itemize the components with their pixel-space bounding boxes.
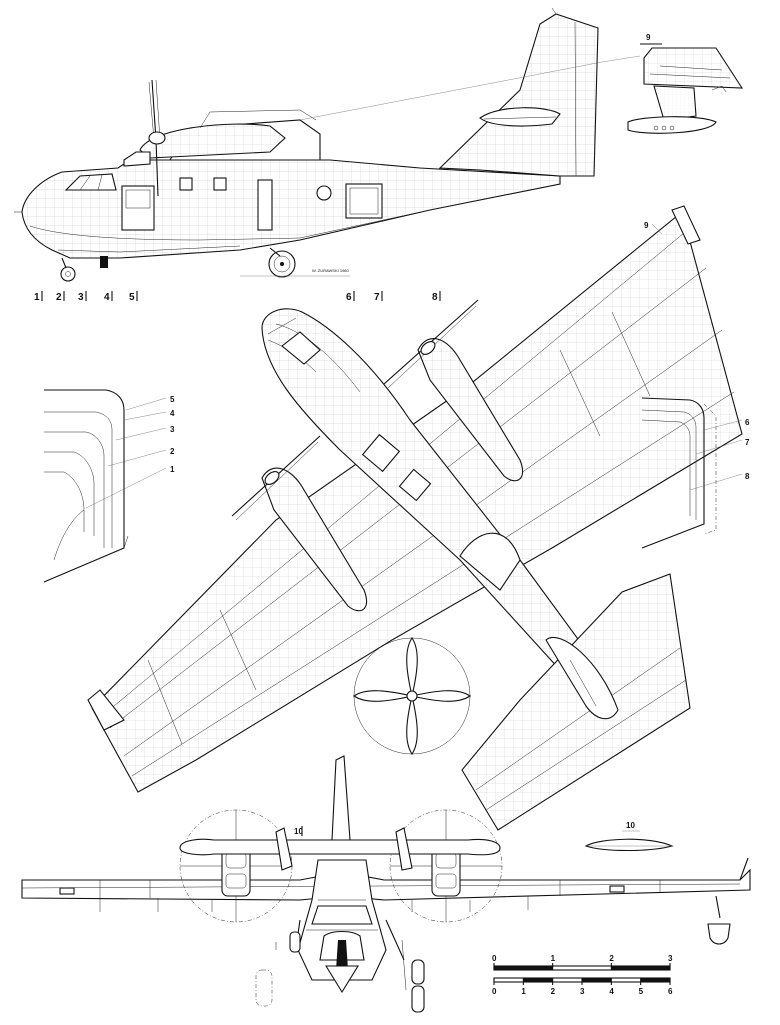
section-left-label-4: 4: [170, 409, 175, 418]
scale-bottom-tick-1: 1: [521, 987, 526, 996]
section-left-label-1: 1: [170, 465, 175, 474]
scale-bars: 0 1 2 3 0 1 2 3 4 5 6: [492, 954, 673, 996]
section-right-label-6: 6: [745, 418, 750, 427]
side-cockpit-window: [64, 173, 117, 191]
scale-top-tick-0: 0: [492, 954, 497, 963]
front-view: 10: [21, 755, 751, 1013]
front-stabilizer: [179, 838, 501, 856]
scale-top-tick-1: 1: [551, 954, 556, 963]
top-view-fuselage: [261, 308, 605, 709]
label-10-front: 10: [294, 827, 303, 836]
side-horizontal-stabilizer: [479, 107, 561, 127]
propeller-disc-detail: [353, 637, 471, 755]
scale-top-tick-2: 2: [609, 954, 614, 963]
side-label-7: 7: [374, 292, 380, 303]
side-station-labels: 1 2 3 4 5 6 7 8: [34, 291, 441, 303]
side-label-5: 5: [129, 292, 135, 303]
side-nose-wheel: [60, 266, 76, 282]
scale-bottom-tick-0: 0: [492, 987, 497, 996]
section-detail-left: [43, 389, 167, 583]
front-wing: [21, 868, 751, 901]
scale-bottom-tick-3: 3: [580, 987, 585, 996]
top-view-engine-right: [383, 299, 524, 482]
scale-top-tick-3: 3: [668, 954, 673, 963]
side-label-2: 2: [56, 292, 62, 303]
signature: W. ŻURAWSKI 1980: [312, 268, 350, 273]
side-label-6: 6: [346, 292, 352, 303]
section-detail-right: [641, 397, 743, 549]
side-label-3: 3: [78, 292, 84, 303]
front-fin: [331, 755, 351, 841]
label-10-profile: 10: [626, 821, 635, 830]
top-view-engine-left: [231, 435, 368, 612]
top-view: 9: [87, 205, 743, 831]
side-label-1: 1: [34, 292, 40, 303]
front-gear-right: [411, 959, 425, 985]
section-right-labels: 6 7 8: [745, 418, 750, 481]
front-gear-left: [289, 931, 301, 953]
detail-10-airfoil: 10: [584, 821, 674, 852]
scale-bottom-tick-5: 5: [639, 987, 644, 996]
side-porthole: [316, 185, 332, 201]
scale-bottom-tick-4: 4: [609, 987, 614, 996]
section-left-label-3: 3: [170, 425, 175, 434]
label-9-wing: 9: [644, 221, 649, 230]
side-hatch: [345, 183, 383, 219]
section-right-label-7: 7: [745, 438, 750, 447]
scale-bottom-tick-6: 6: [668, 987, 673, 996]
side-view: W. ŻURAWSKI 1980: [14, 7, 641, 282]
front-wing-float: [707, 923, 731, 945]
top-view-stabilizer: [461, 573, 691, 831]
label-9-top: 9: [646, 33, 651, 42]
side-label-4: 4: [104, 292, 110, 303]
scale-bottom-tick-2: 2: [551, 987, 556, 996]
section-left-labels: 5 4 3 2 1: [170, 395, 175, 474]
section-left-label-5: 5: [170, 395, 175, 404]
side-door-rear: [257, 179, 273, 231]
section-right-label-8: 8: [745, 472, 750, 481]
side-label-8: 8: [432, 292, 438, 303]
detail-9-fin-tip: 9: [627, 33, 744, 134]
section-left-label-2: 2: [170, 447, 175, 456]
